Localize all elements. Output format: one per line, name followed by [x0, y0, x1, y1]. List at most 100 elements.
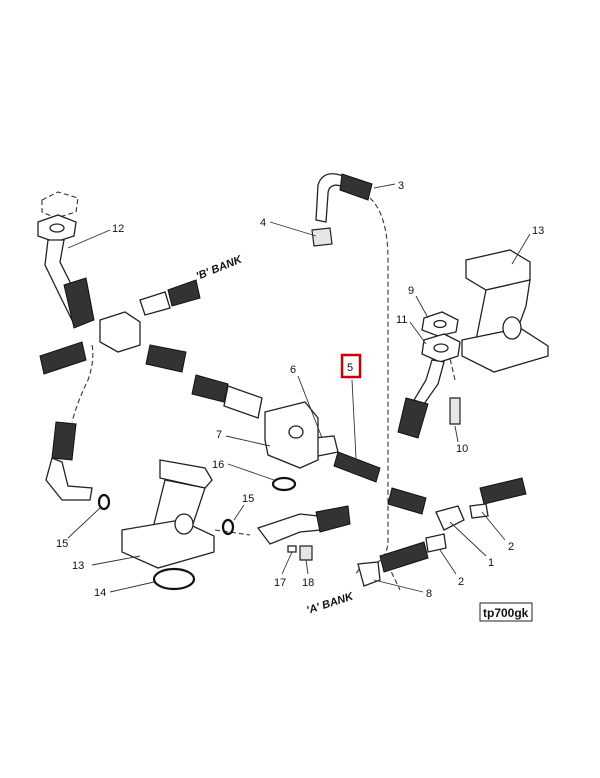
- bolt-10: [449, 397, 461, 425]
- callout-13a: 13: [532, 225, 544, 237]
- callout-2b: 2: [458, 576, 464, 588]
- dashed-route-ring: [214, 529, 251, 536]
- hose-11: [397, 397, 429, 439]
- o-ring-16: [271, 476, 297, 492]
- reference-code-frame: [479, 602, 533, 622]
- leader-2a: [481, 511, 506, 541]
- part-7-bracket: [264, 401, 319, 469]
- pedestal-left-base: [121, 519, 215, 569]
- bolt-18: [299, 545, 313, 561]
- reference-code-text: tp700gk: [483, 606, 529, 620]
- dashed-route-9: [437, 329, 456, 381]
- callout-9: 9: [408, 285, 414, 297]
- callout-16: 16: [212, 459, 224, 471]
- callout-11: 11: [396, 314, 407, 326]
- left-lower-pipe: [45, 421, 93, 501]
- callout-2a: 2: [508, 541, 514, 553]
- callout-5: 5: [347, 362, 353, 374]
- leader-18: [305, 559, 309, 575]
- left-stub-hose: [39, 341, 87, 375]
- leader-15a: [67, 507, 101, 539]
- b-bank-main-line: [39, 279, 263, 419]
- tee-junction: [99, 311, 141, 353]
- callout-18: 18: [302, 577, 314, 589]
- callout-15a: 15: [56, 538, 68, 550]
- pipe-11: [413, 359, 445, 405]
- leader-6: [297, 375, 323, 439]
- leader-4: [269, 221, 317, 237]
- leader-lines: [67, 183, 531, 593]
- callout-1: 1: [488, 557, 494, 569]
- callout-5-highlighted[interactable]: 5: [340, 353, 362, 379]
- o-ring-15-left: [97, 493, 111, 511]
- leader-7: [225, 435, 271, 447]
- part-3-bent-pipe: [311, 173, 373, 247]
- fitting-1: [435, 505, 465, 531]
- b-upper-hose: [167, 279, 201, 307]
- hose-left-lower: [51, 421, 77, 461]
- leader-13a: [511, 233, 531, 265]
- callout-3: 3: [398, 180, 404, 192]
- leader-15b: [233, 504, 245, 521]
- bracket-7-hole: [288, 425, 304, 439]
- pipe-3: [315, 173, 345, 223]
- hose-12: [63, 277, 95, 329]
- leader-5: [351, 379, 357, 459]
- reference-code-box: tp700gk: [479, 602, 533, 622]
- elbow-pipe-a: [256, 513, 321, 545]
- b-lower-hose-2: [191, 374, 229, 403]
- callout-7: 7: [216, 429, 222, 441]
- leader-14: [109, 581, 155, 593]
- pedestal-left-top: [159, 459, 213, 489]
- part-13-pedestal-left: [121, 459, 215, 569]
- nut-4: [311, 227, 333, 247]
- hose-a-right-2: [479, 477, 527, 505]
- callout-12: 12: [112, 223, 124, 235]
- callout-13b: 13: [72, 560, 84, 572]
- b-bank-label: 'B' BANK: [195, 253, 245, 283]
- callout-14: 14: [94, 587, 106, 599]
- fitting-2-lower: [425, 533, 447, 553]
- callout-5-highlight-box: [340, 353, 362, 379]
- gasket-top-left: [41, 191, 79, 219]
- leader-17: [281, 551, 293, 575]
- callout-17: 17: [274, 577, 286, 589]
- leader-1: [449, 521, 487, 557]
- leader-13b: [91, 555, 141, 566]
- callout-4: 4: [260, 217, 266, 229]
- pedestal-right-port: [502, 316, 522, 340]
- callout-6: 6: [290, 364, 296, 376]
- pipe-left-lower: [45, 457, 93, 501]
- leader-12: [67, 229, 111, 249]
- part-13-pedestal-right: [461, 249, 549, 373]
- callout-8: 8: [426, 588, 432, 600]
- part-12-pipe-with-flange: [37, 191, 95, 329]
- a-bank-label: 'A' BANK: [305, 590, 355, 617]
- leader-10: [454, 425, 459, 443]
- flange-12-hole: [49, 223, 65, 233]
- hose-5: [333, 451, 381, 483]
- callout-labels: 1 2 2 3 4 6 7 8 9 10 11 12 13 13 14 15 1…: [56, 180, 544, 600]
- leader-8: [373, 579, 424, 593]
- hose-a-right-1: [387, 487, 427, 515]
- gasket-9-hole: [433, 319, 447, 329]
- callout-15b: 15: [242, 493, 254, 505]
- callout-10: 10: [456, 443, 468, 455]
- leader-3: [373, 183, 396, 189]
- dashed-route-left: [71, 344, 94, 423]
- leader-16: [227, 463, 275, 481]
- b-lower-fitting: [223, 385, 263, 419]
- flange-11-hole: [433, 343, 449, 353]
- hose-3: [339, 173, 373, 201]
- pedestal-left-port: [174, 513, 194, 535]
- banjo-8: [357, 561, 381, 587]
- parts-9-11-flanges: [397, 311, 461, 439]
- hose-a-main: [315, 505, 351, 533]
- b-lower-hose-1: [145, 344, 187, 373]
- o-ring-15-right: [221, 518, 235, 536]
- hose-8: [379, 541, 429, 573]
- o-ring-14: [152, 567, 196, 591]
- b-upper-fitting: [139, 291, 171, 316]
- leader-2b: [439, 549, 457, 575]
